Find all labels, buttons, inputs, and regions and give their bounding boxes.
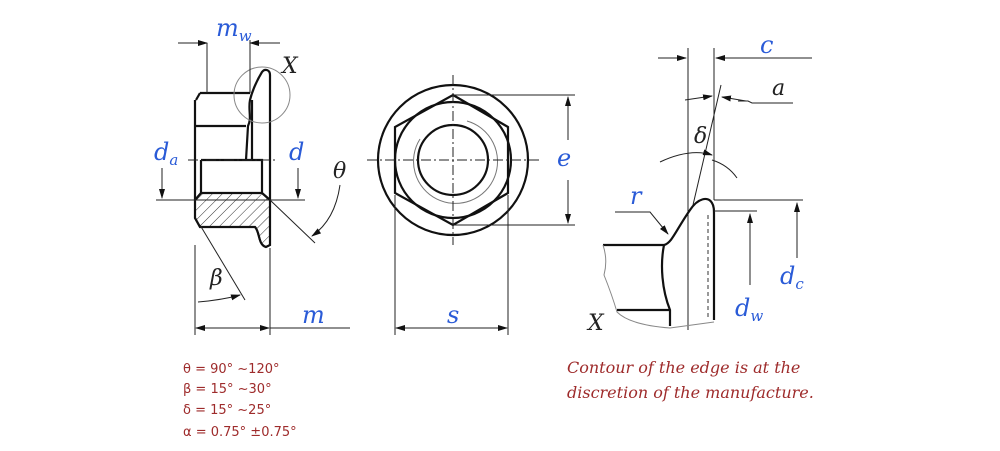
dw-label: dw [735, 294, 763, 325]
dc-label: dc [780, 262, 804, 293]
mw-label: mw [216, 14, 252, 45]
s-label: s [447, 301, 459, 329]
angle-alpha-spec: α = 0.75° ±0.75° [183, 425, 297, 440]
angle-beta-spec: β = 15° ~30° [183, 382, 272, 397]
beta-label: β [209, 266, 223, 291]
e-label: e [557, 144, 571, 172]
da-label: da [154, 138, 178, 169]
x-detail-marker-label: X [280, 54, 299, 79]
contour-note-line2: discretion of the manufacture. [567, 383, 814, 402]
r-label: r [630, 182, 643, 210]
detail-x-view [602, 48, 812, 330]
m-label: m [302, 301, 325, 329]
a-label: a [772, 76, 785, 101]
contour-note-line1: Contour of the edge is at the [567, 358, 800, 377]
angle-theta-spec: θ = 90° ~120° [183, 362, 280, 377]
x-detail-label: X [586, 311, 605, 336]
side-view [156, 40, 350, 335]
front-view [367, 75, 575, 335]
c-label: c [760, 31, 773, 59]
delta-label: δ [694, 124, 707, 149]
d-label: d [289, 138, 304, 166]
angle-delta-spec: δ = 15° ~25° [183, 403, 271, 418]
theta-label: θ [333, 159, 346, 184]
